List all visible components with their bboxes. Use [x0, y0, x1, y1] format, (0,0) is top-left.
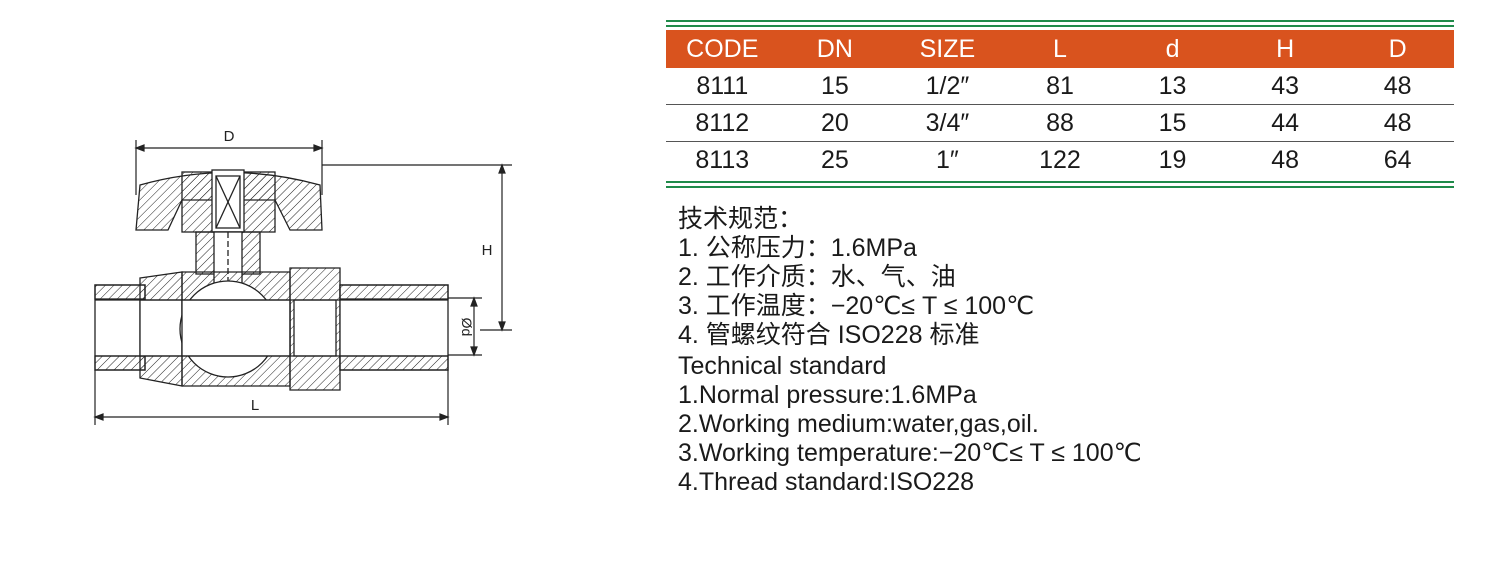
table-bottom-rule — [666, 186, 1454, 188]
table-cell: 8111 — [666, 68, 779, 105]
valve-body — [94, 267, 449, 391]
valve-handle — [135, 169, 323, 233]
notes-cn-item: 1. 公称压力：1.6MPa — [678, 234, 917, 262]
col-header-size: SIZE — [891, 30, 1004, 68]
dim-label-D: D — [224, 128, 235, 145]
notes-cn-item: 4. 管螺纹符合 ISO228 标准 — [678, 321, 980, 349]
table-cell: 20 — [778, 104, 892, 142]
dimension-d-top — [134, 140, 324, 195]
table-cell: 15 — [1116, 104, 1229, 142]
dim-label-L: L — [251, 397, 259, 414]
table-top-rule-inner — [666, 25, 1454, 27]
table-cell: 1/2″ — [891, 68, 1004, 105]
table-cell: 19 — [1158, 145, 1187, 174]
table-cell: 3/4″ — [891, 104, 1004, 142]
table-cell: 64 — [1383, 145, 1412, 174]
notes-en-item: 4.Thread standard:ISO228 — [678, 468, 975, 496]
table-cell: 8112 — [666, 104, 779, 142]
notes-en-title: Technical standard — [678, 352, 887, 380]
col-header-d: D — [1341, 30, 1454, 68]
table-cell: 88 — [1003, 104, 1117, 142]
table-cell: 13 — [1116, 68, 1229, 105]
table-cell: 43 — [1228, 68, 1342, 105]
col-header-small-d: d — [1116, 30, 1229, 68]
notes-en-item: 1.Normal pressure:1.6MPa — [678, 381, 977, 409]
table-row: 8113 25 1″ 122 19 48 64 — [666, 142, 1454, 179]
table-header-row: CODE DN SIZE L d H D — [666, 30, 1454, 68]
table-row: 8111 15 1/2″ 81 13 43 48 — [666, 68, 1454, 105]
dim-label-d: Ød — [459, 318, 475, 337]
table-cell: 8113 — [695, 145, 750, 174]
col-header-code: CODE — [666, 30, 779, 68]
table-cell: 48 — [1271, 145, 1299, 174]
dimension-l — [93, 370, 450, 425]
table-cell: 48 — [1341, 68, 1454, 105]
dimension-h — [322, 163, 512, 332]
notes-en-item: 3.Working temperature:−20℃≤ T ≤ 100℃ — [678, 439, 1142, 467]
notes-en-item: 2.Working medium:water,gas,oil. — [678, 410, 1039, 438]
table-cell: 15 — [778, 68, 892, 105]
col-header-dn: DN — [778, 30, 892, 68]
col-header-h: H — [1228, 30, 1342, 68]
notes-cn-title: 技术规范： — [678, 205, 804, 233]
notes-cn-item: 3. 工作温度：−20℃≤ T ≤ 100℃ — [678, 292, 1035, 320]
table-cell: 44 — [1228, 104, 1342, 142]
table-top-rule — [666, 20, 1454, 22]
table-cell: 122 — [1039, 145, 1081, 174]
table-cell: 25 — [820, 145, 849, 174]
technical-notes: 技术规范： 1. 公称压力：1.6MPa 2. 工作介质：水、气、油 3. 工作… — [678, 205, 1438, 497]
spec-table: CODE DN SIZE L d H D 8111 15 1/2″ 81 13 … — [666, 30, 1454, 178]
spec-table-container: CODE DN SIZE L d H D 8111 15 1/2″ 81 13 … — [666, 20, 1454, 188]
col-header-l: L — [1003, 30, 1117, 68]
table-row: 8112 20 3/4″ 88 15 44 48 — [666, 104, 1454, 142]
table-cell: 81 — [1003, 68, 1117, 105]
table-bottom-rule-inner — [666, 181, 1454, 183]
notes-cn-item: 2. 工作介质：水、气、油 — [678, 263, 956, 291]
valve-drawing: D H L Ød — [93, 128, 512, 425]
dim-label-H: H — [482, 242, 493, 259]
table-cell: 48 — [1341, 104, 1454, 142]
table-cell: 1″ — [936, 145, 959, 174]
